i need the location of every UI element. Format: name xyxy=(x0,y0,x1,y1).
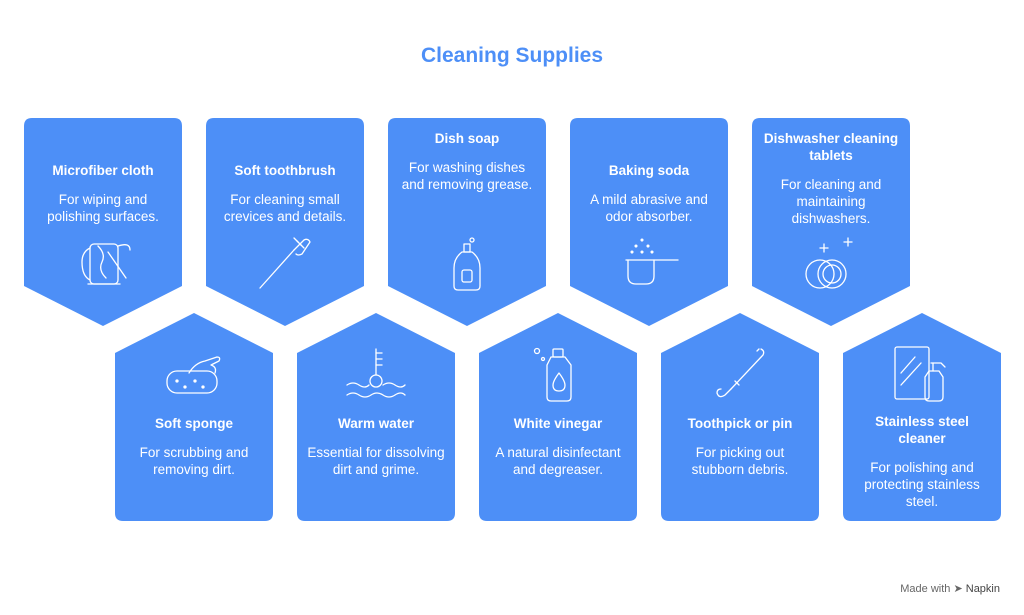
toothpick-icon xyxy=(716,348,765,398)
vinegar-bottle-icon xyxy=(533,347,572,402)
baking-soda-icon xyxy=(625,238,679,285)
card-desc: For cleaning small crevices and details. xyxy=(223,192,347,224)
dishwasher-tablets-icon xyxy=(805,237,853,289)
card-soft-toothbrush: Soft toothbrush For cleaning small crevi… xyxy=(206,118,364,326)
card-desc: For polishing and protecting stainless s… xyxy=(864,460,980,509)
card-shape xyxy=(115,313,273,521)
card-desc: A mild abrasive and odor absorber. xyxy=(590,192,708,224)
card-desc: For washing dishes and removing grease. xyxy=(401,160,533,192)
napkin-logo-icon: ➤ xyxy=(953,583,963,595)
card-name: Baking soda xyxy=(608,163,690,178)
card-shape xyxy=(479,313,637,521)
card-white-vinegar: White vinegar A natural disinfectant and… xyxy=(479,313,637,521)
footer-brand: Napkin xyxy=(965,583,1000,595)
card-shape xyxy=(388,118,546,326)
card-dish-soap: Dish soap For washing dishes and removin… xyxy=(388,118,546,326)
card-warm-water: Warm water Essential for dissolving dirt… xyxy=(297,313,455,521)
warm-water-icon xyxy=(346,348,406,398)
card-name: Toothpick or pin xyxy=(687,416,793,431)
card-shape xyxy=(297,313,455,521)
card-name: Dishwasher cleaning tablets xyxy=(763,131,899,163)
dish-soap-icon xyxy=(453,237,481,291)
footer-credit: Made with ➤ Napkin xyxy=(900,582,1000,595)
card-desc: For scrubbing and removing dirt. xyxy=(139,445,249,477)
card-name: Microfiber cloth xyxy=(52,163,154,178)
card-name: Stainless steel cleaner xyxy=(875,414,969,446)
footer-made-with: Made with xyxy=(900,583,951,595)
card-shape xyxy=(661,313,819,521)
card-soft-sponge: Soft sponge For scrubbing and removing d… xyxy=(115,313,273,521)
card-shape xyxy=(206,118,364,326)
card-desc: For wiping and polishing surfaces. xyxy=(47,192,159,224)
card-microfiber-cloth: Microfiber cloth For wiping and polishin… xyxy=(24,118,182,326)
card-name: Soft toothbrush xyxy=(234,163,336,178)
card-desc: For picking out stubborn debris. xyxy=(691,445,789,477)
card-dishwasher-tablets: Dishwasher cleaning tablets For cleaning… xyxy=(752,118,910,326)
spray-bottle-icon xyxy=(894,346,946,402)
card-baking-soda: Baking soda A mild abrasive and odor abs… xyxy=(570,118,728,326)
card-name: Dish soap xyxy=(434,131,500,146)
card-shape xyxy=(752,118,910,326)
toothbrush-icon xyxy=(259,237,311,289)
card-desc: Essential for dissolving dirt and grime. xyxy=(307,445,445,477)
card-name: Warm water xyxy=(337,416,415,431)
card-name: Soft sponge xyxy=(155,416,233,431)
card-toothpick: Toothpick or pin For picking out stubbor… xyxy=(661,313,819,521)
card-name: White vinegar xyxy=(513,416,603,431)
card-desc: For cleaning and maintaining dishwashers… xyxy=(780,177,882,226)
card-shape xyxy=(24,118,182,326)
card-desc: A natural disinfectant and degreaser. xyxy=(495,445,621,477)
microfiber-cloth-icon xyxy=(81,243,131,285)
diagram-title: Cleaning Supplies xyxy=(420,44,604,67)
sponge-icon xyxy=(166,356,221,394)
card-shape xyxy=(570,118,728,326)
card-shape xyxy=(843,313,1001,521)
card-stainless-steel-cleaner: Stainless steel cleaner For polishing an… xyxy=(843,313,1001,521)
